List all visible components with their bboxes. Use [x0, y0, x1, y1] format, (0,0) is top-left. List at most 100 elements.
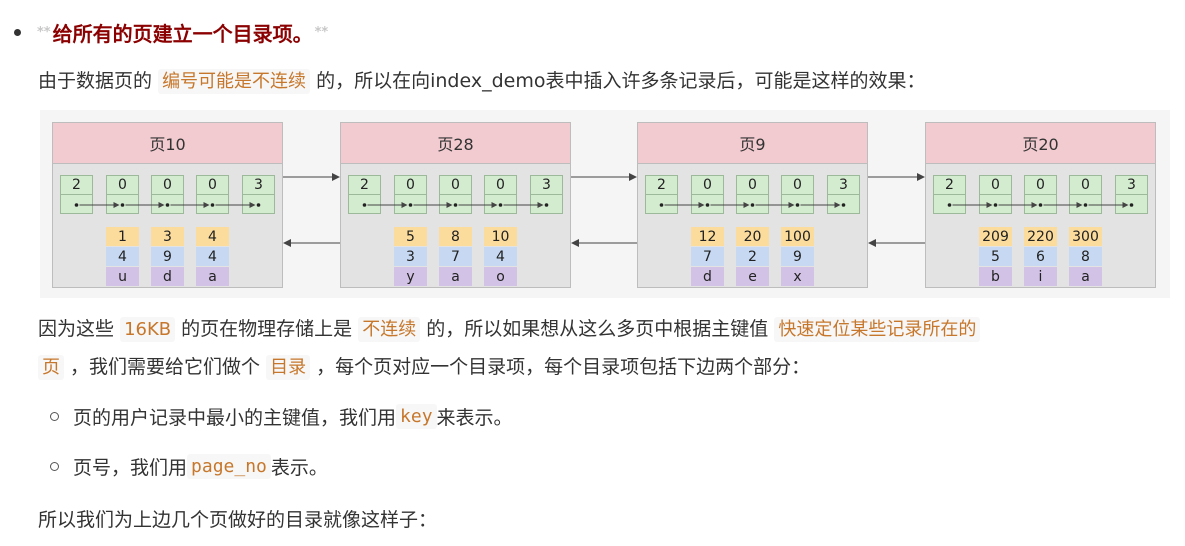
- pointer-dot: [795, 203, 800, 207]
- closing-paragraph: 所以我们为上边几个页做好的目录就像这样子：: [38, 509, 438, 531]
- pointer-dot: [659, 203, 664, 207]
- record-value-cell: e: [736, 267, 769, 286]
- record-header-cell: 0: [394, 175, 427, 195]
- record-value-cell: 8: [1069, 247, 1102, 266]
- list-item: 页号，我们用 page_no 表示。: [50, 453, 328, 480]
- pointer-dot: [841, 203, 846, 207]
- pointer-dot: [750, 203, 755, 207]
- record-value-cell: 1: [106, 227, 139, 246]
- section-heading-line: ** 给所有的页建立一个目录项。 **: [14, 14, 328, 50]
- record-value-cell: o: [484, 267, 517, 286]
- record-value-cell: 6: [1024, 247, 1057, 266]
- explanation-line-2: 页 ，我们需要给它们做个 目录 ，每个页对应一个目录项，每个目录项包括下边两个部…: [38, 352, 811, 380]
- record-value-cell: a: [196, 267, 229, 286]
- pointer-dot: [544, 203, 549, 207]
- record-value-cell: 220: [1024, 227, 1057, 246]
- intro-text-1: 由于数据页的: [38, 70, 153, 92]
- record-value-cell: 3: [394, 247, 427, 266]
- pointer-dot: [705, 203, 710, 207]
- circle-bullet-icon: [50, 462, 59, 471]
- record-value-cell: x: [781, 267, 814, 286]
- explanation-text-h: ，我们需要给它们做个: [70, 356, 261, 378]
- pointer-dot: [1038, 203, 1043, 207]
- list-item-text-end: 表示。: [270, 457, 328, 479]
- record-value-cell: 209: [979, 227, 1012, 246]
- record-chain: [362, 202, 549, 208]
- record-value-cell: a: [439, 267, 472, 286]
- record-value-cell: u: [106, 267, 139, 286]
- pointer-dot: [362, 203, 367, 207]
- pointer-dot: [1083, 203, 1088, 207]
- inline-code-fast-locate: 快速定位某些记录所在的: [774, 317, 981, 342]
- record-value-cell: 4: [484, 247, 517, 266]
- record-chain: [947, 202, 1134, 208]
- pointer-dot: [498, 203, 503, 207]
- pointer-dot: [256, 203, 261, 207]
- list-item: 页的用户记录中最小的主键值，我们用 key 来表示。: [50, 403, 513, 430]
- record-value-cell: y: [394, 267, 427, 286]
- record-value-cell: 5: [394, 227, 427, 246]
- record-value-cell: d: [151, 267, 184, 286]
- record-value-cell: 2: [736, 247, 769, 266]
- bullet-dot: [14, 28, 21, 36]
- record-value-cell: 4: [196, 227, 229, 246]
- record-value-cell: a: [1069, 267, 1102, 286]
- explanation-text-j: ，每个页对应一个目录项，每个目录项包括下边两个部分：: [316, 356, 811, 378]
- pointer-dot: [120, 203, 125, 207]
- record-value-cell: 4: [196, 247, 229, 266]
- record-value-cell: i: [1024, 267, 1057, 286]
- page-title: 页10: [53, 123, 282, 164]
- inline-code-16kb: 16KB: [120, 317, 176, 342]
- inline-code-key: key: [396, 404, 437, 429]
- page-link-arrows: [283, 173, 925, 247]
- bold-marker-right: **: [314, 24, 329, 40]
- record-value-cell: 300: [1069, 227, 1102, 246]
- pointer-dot: [1129, 203, 1134, 207]
- explanation-text-c: 的页在物理存储上是: [181, 318, 353, 340]
- pointer-dot: [74, 203, 79, 207]
- explanation-text-a: 因为这些: [38, 318, 115, 340]
- bold-marker-left: **: [37, 24, 51, 40]
- record-chain: [74, 202, 261, 208]
- record-value-cell: 100: [781, 227, 814, 246]
- explanation-text-e: 的，所以如果想从这么多页中根据主键值: [426, 318, 769, 340]
- record-value-cell: 9: [781, 247, 814, 266]
- record-value-cell: 10: [484, 227, 517, 246]
- inline-code-directory: 目录: [266, 355, 311, 380]
- pointer-dot: [993, 203, 998, 207]
- page-title: 页9: [638, 123, 867, 164]
- inline-code-noncontiguous: 编号可能是不连续: [158, 69, 311, 94]
- record-value-cell: 7: [691, 247, 724, 266]
- pointer-dot: [408, 203, 413, 207]
- list-item-text: 页号，我们用: [73, 457, 188, 479]
- record-header-cell: 0: [439, 175, 472, 195]
- record-value-cell: 9: [151, 247, 184, 266]
- intro-paragraph: 由于数据页的 编号可能是不连续 的，所以在向index_demo表中插入许多条记…: [38, 66, 926, 94]
- record-value-cell: d: [691, 267, 724, 286]
- record-chain: [659, 202, 846, 208]
- explanation-line-1: 因为这些 16KB 的页在物理存储上是 不连续 的，所以如果想从这么多页中根据主…: [38, 314, 981, 342]
- list-item-text: 页的用户记录中最小的主键值，我们用: [73, 407, 397, 429]
- circle-bullet-icon: [50, 412, 59, 421]
- record-value-cell: 5: [979, 247, 1012, 266]
- record-value-cell: 4: [106, 247, 139, 266]
- section-heading: 给所有的页建立一个目录项。: [52, 21, 313, 46]
- pointer-dot: [453, 203, 458, 207]
- record-value-cell: 8: [439, 227, 472, 246]
- intro-text-2: 的，所以在向index_demo表中插入许多条记录后，可能是这样的效果：: [316, 70, 926, 92]
- pointer-dot: [165, 203, 170, 207]
- inline-code-page: 页: [38, 355, 64, 380]
- record-value-cell: 12: [691, 227, 724, 246]
- page-title: 页20: [926, 123, 1155, 164]
- record-value-cell: 3: [151, 227, 184, 246]
- pointer-dot: [210, 203, 215, 207]
- record-value-cell: 7: [439, 247, 472, 266]
- inline-code-not-contiguous: 不连续: [358, 317, 421, 342]
- page-title: 页28: [341, 123, 570, 164]
- record-header-cell: 0: [781, 175, 814, 195]
